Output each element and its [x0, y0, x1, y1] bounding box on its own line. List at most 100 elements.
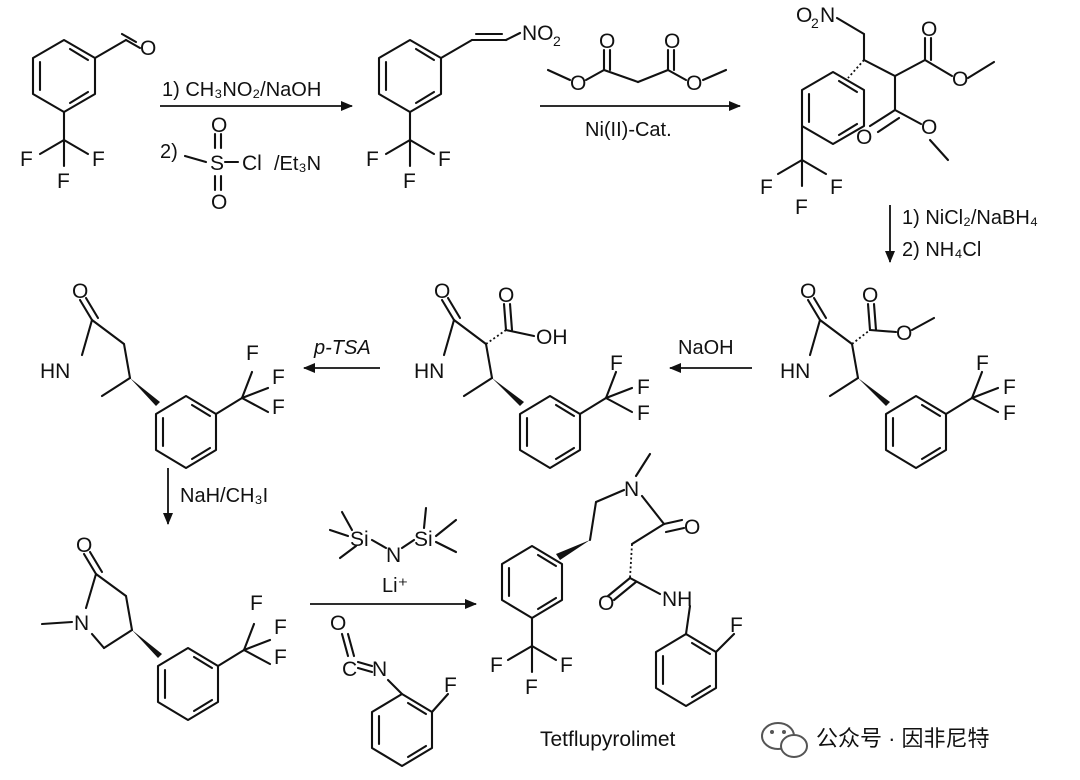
svg-text:F: F [438, 148, 451, 171]
svg-text:O: O [211, 114, 227, 137]
svg-text:F: F [976, 352, 989, 375]
reagent-step2: Ni(II)-Cat. [585, 119, 672, 141]
svg-text:F: F [830, 176, 843, 199]
compound-nitrostyrene: NO 2 F F F [366, 22, 561, 193]
fluorophenyl-isocyanate-structure: O C N F [330, 612, 457, 768]
compound-michael-adduct: O 2 N O O O O F F F [760, 4, 996, 219]
svg-text:F: F [637, 376, 650, 399]
svg-text:F: F [760, 176, 773, 199]
reagent-step6: NaH/CH₃I [180, 485, 268, 507]
svg-text:2: 2 [553, 33, 561, 49]
svg-text:F: F [92, 148, 105, 171]
svg-text:O: O [599, 30, 615, 53]
svg-text:Si: Si [350, 528, 369, 551]
reagent-step3-line2: 2) NH₄Cl [902, 239, 981, 261]
svg-text:F: F [272, 396, 285, 419]
svg-text:S: S [210, 152, 224, 175]
svg-text:F: F [1003, 376, 1016, 399]
svg-text:F: F [250, 592, 263, 615]
svg-text:O: O [598, 592, 614, 615]
svg-text:F: F [20, 148, 33, 171]
svg-text:O: O [896, 322, 912, 345]
svg-text:F: F [403, 170, 416, 193]
svg-text:F: F [57, 170, 70, 193]
dimethyl-malonate-structure: O O O O [546, 30, 728, 95]
compound-benzaldehyde: O F F F [20, 32, 156, 193]
svg-text:O: O [498, 284, 514, 307]
svg-text:O: O [140, 37, 156, 60]
svg-text:NO: NO [522, 22, 554, 45]
svg-text:O: O [796, 4, 812, 27]
reaction-step-1: 1) CH₃NO₂/NaOH 2) S Cl O O /Et₃N [160, 79, 353, 214]
svg-text:2: 2 [811, 15, 819, 31]
mesyl-chloride-structure: S Cl O O [183, 114, 262, 214]
svg-text:F: F [272, 366, 285, 389]
svg-text:O: O [211, 191, 227, 214]
svg-text:O: O [664, 30, 680, 53]
watermark-text: 公众号 · 因非尼特 [816, 726, 990, 751]
svg-text:O: O [684, 516, 700, 539]
svg-text:F: F [637, 402, 650, 425]
svg-text:N: N [820, 4, 835, 27]
reaction-step-7: Si N Si Li⁺ O C N F [310, 506, 477, 768]
svg-text:F: F [730, 614, 743, 637]
svg-text:O: O [952, 68, 968, 91]
compound-n-methyl-lactam: N O F F F [40, 534, 287, 722]
compound-tetflupyrolimet: N O O NH F F F F Tetflupyrolimet [490, 452, 743, 751]
reaction-step-6: NaH/CH₃I [163, 468, 268, 525]
svg-text:F: F [610, 352, 623, 375]
svg-text:O: O [856, 126, 872, 149]
reagent-step3-line1: 1) NiCl₂/NaBH₄ [902, 207, 1038, 229]
svg-text:HN: HN [414, 360, 444, 383]
product-name: Tetflupyrolimet [540, 728, 676, 751]
reaction-step-3: 1) NiCl₂/NaBH₄ 2) NH₄Cl [885, 205, 1038, 263]
svg-text:O: O [921, 18, 937, 41]
reagent-step7-base: Li⁺ [382, 575, 408, 597]
wechat-icon [761, 722, 808, 758]
svg-text:F: F [795, 196, 808, 219]
svg-text:F: F [274, 646, 287, 669]
reagent-step1-label2: 2) [160, 141, 178, 163]
svg-text:O: O [330, 612, 346, 635]
svg-text:F: F [490, 654, 503, 677]
compound-lactam-ester: HN O O O F F F [780, 280, 1016, 470]
svg-text:N: N [372, 658, 387, 681]
svg-text:O: O [72, 280, 88, 303]
svg-text:F: F [525, 676, 538, 699]
reaction-step-2: O O O O Ni(II)-Cat. [540, 30, 741, 141]
svg-text:F: F [366, 148, 379, 171]
svg-text:N: N [624, 478, 639, 501]
reaction-step-5: p-TSA [303, 337, 380, 373]
reaction-step-4: NaOH [669, 337, 752, 373]
svg-text:OH: OH [536, 326, 568, 349]
svg-text:O: O [570, 72, 586, 95]
svg-text:O: O [800, 280, 816, 303]
svg-text:F: F [560, 654, 573, 677]
svg-text:O: O [921, 116, 937, 139]
reagent-step5: p-TSA [313, 337, 371, 359]
svg-text:Cl: Cl [242, 152, 262, 175]
svg-text:HN: HN [780, 360, 810, 383]
hmds-structure: Si N Si [328, 506, 458, 567]
reagent-step4: NaOH [678, 337, 734, 359]
svg-text:F: F [1003, 402, 1016, 425]
reagent-step1-line2: /Et₃N [274, 153, 321, 175]
reagent-step1-line1: 1) CH₃NO₂/NaOH [162, 79, 321, 101]
svg-text:O: O [862, 284, 878, 307]
svg-text:F: F [444, 674, 457, 697]
compound-lactam: HN O F F F [40, 280, 285, 470]
svg-text:N: N [74, 612, 89, 635]
svg-text:O: O [434, 280, 450, 303]
svg-text:F: F [274, 616, 287, 639]
svg-text:HN: HN [40, 360, 70, 383]
compound-lactam-acid: HN O O OH F F F [414, 280, 650, 470]
svg-text:O: O [686, 72, 702, 95]
svg-text:C: C [342, 658, 357, 681]
svg-text:F: F [246, 342, 259, 365]
watermark: 公众号 · 因非尼特 [761, 722, 990, 758]
svg-text:O: O [76, 534, 92, 557]
svg-text:NH: NH [662, 588, 692, 611]
svg-text:N: N [386, 544, 401, 567]
svg-text:Si: Si [414, 528, 433, 551]
